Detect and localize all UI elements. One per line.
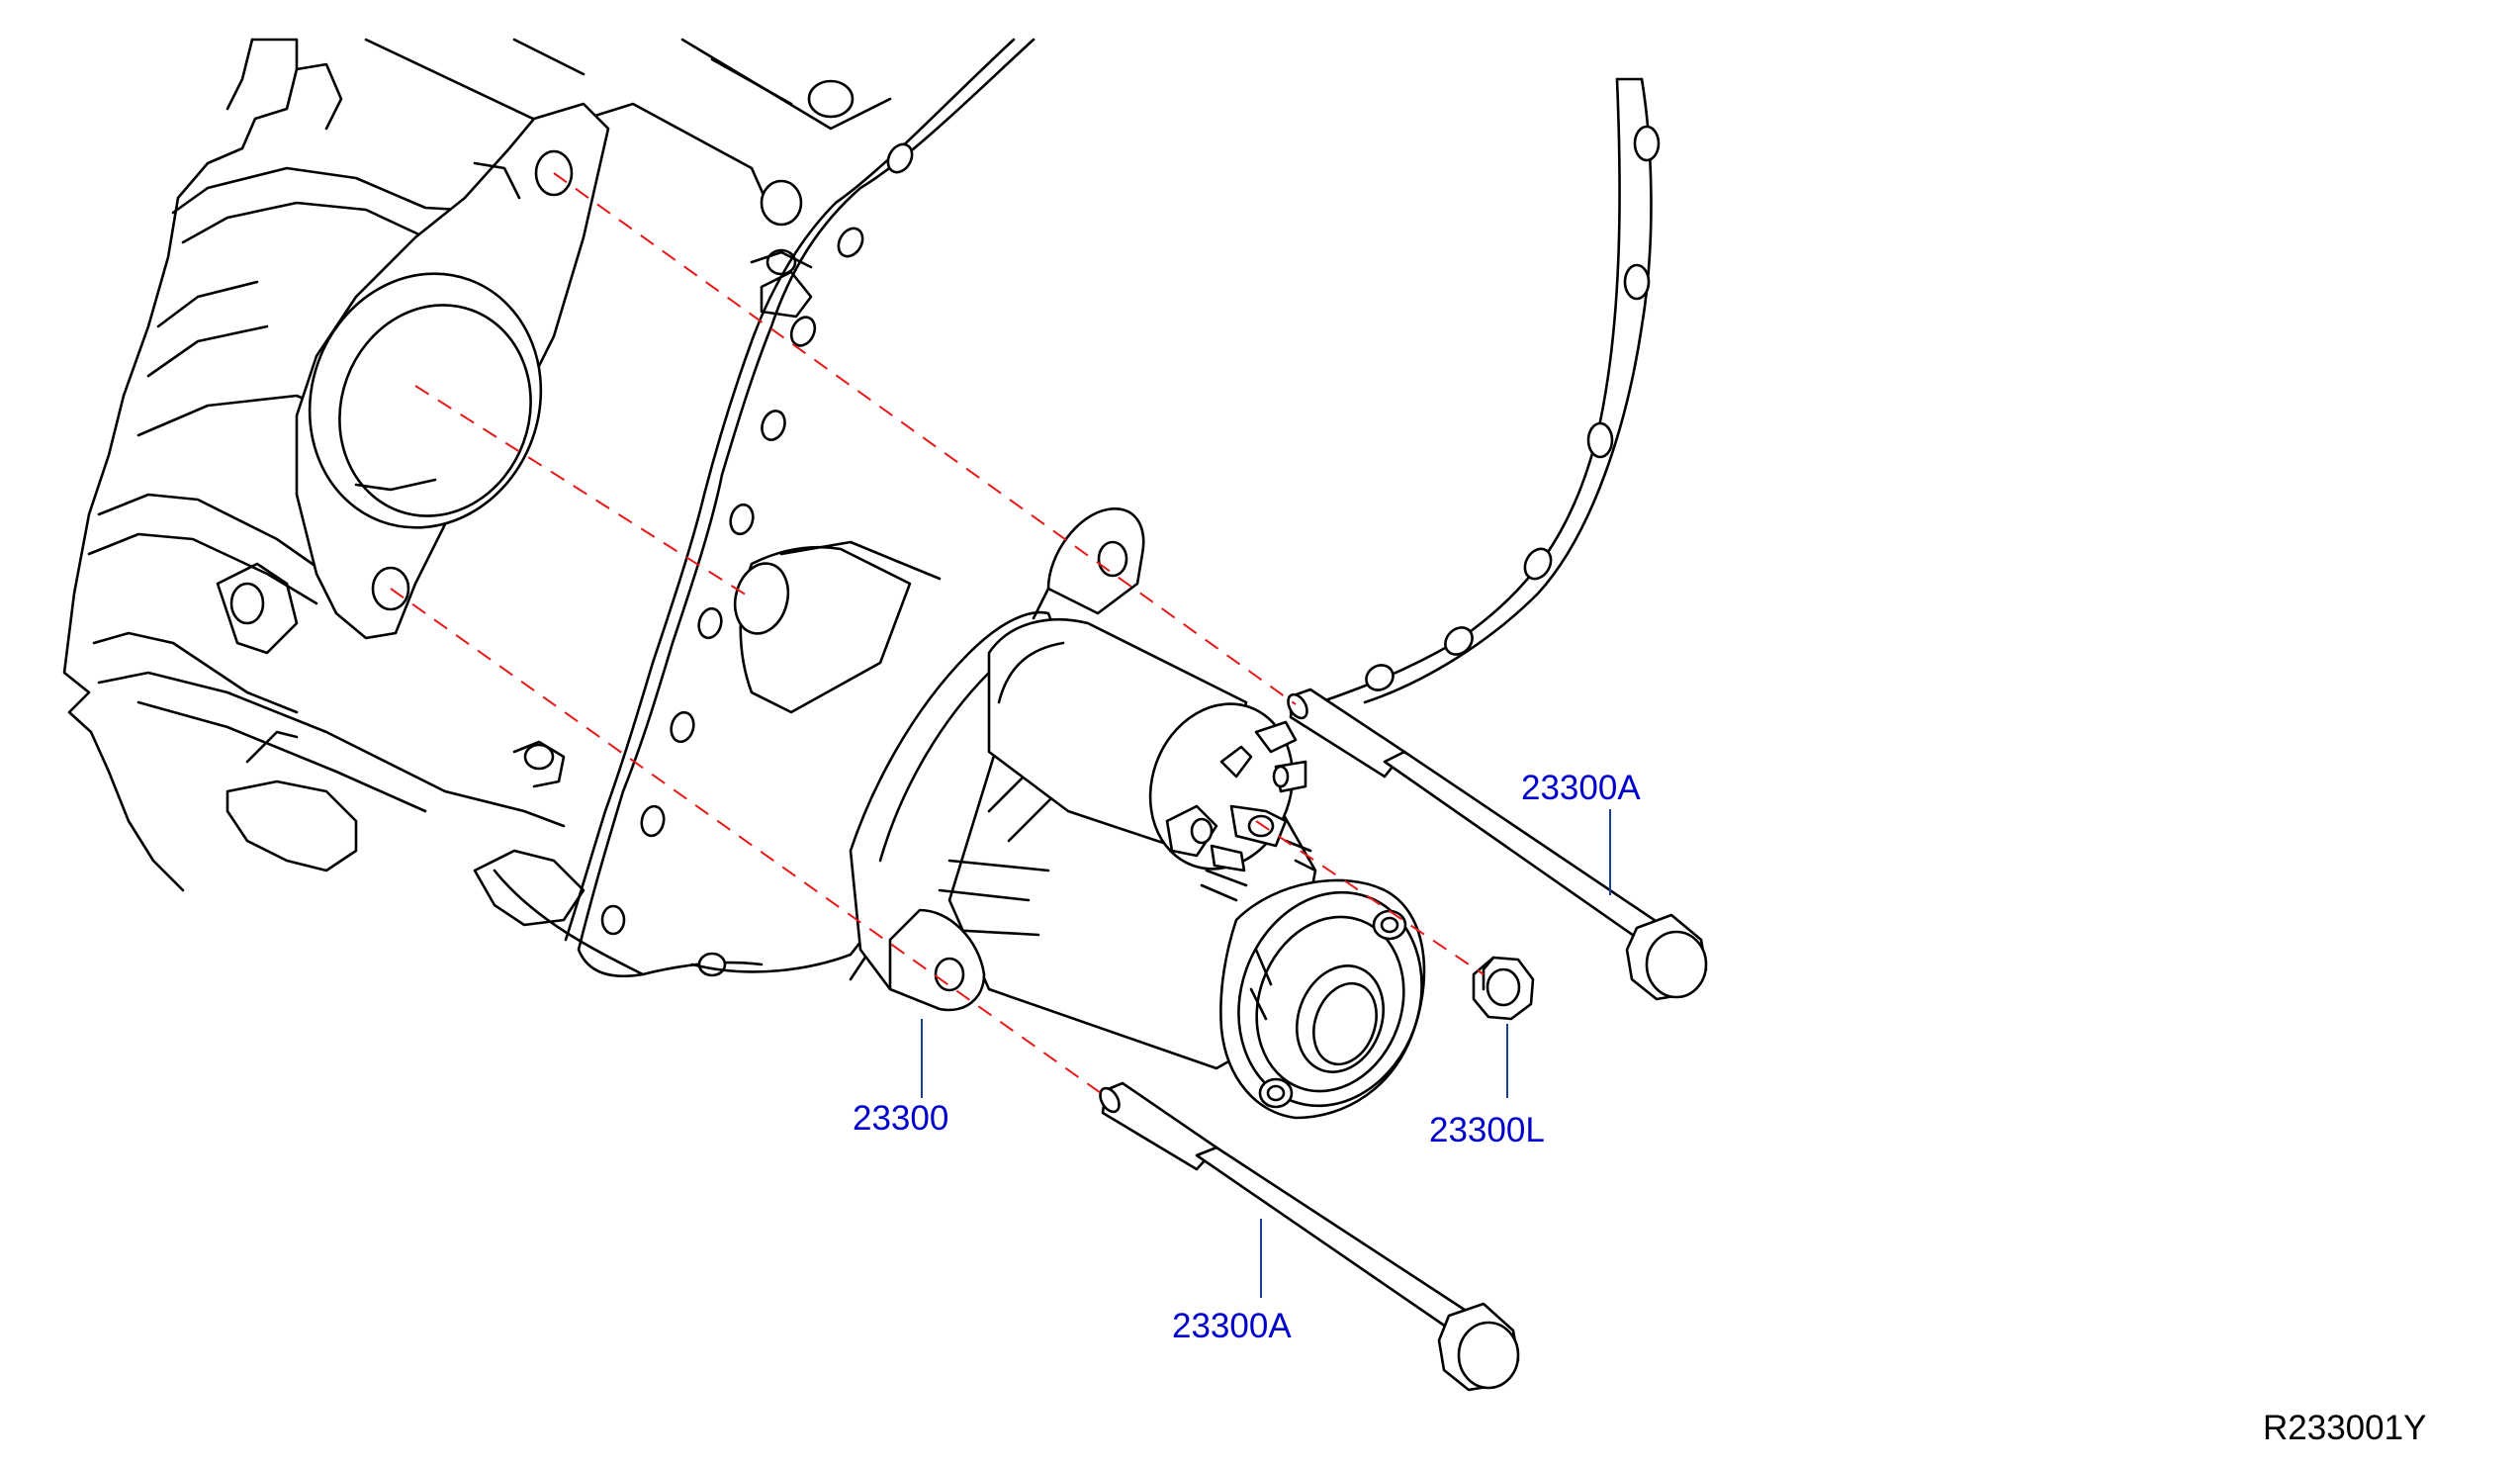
alignment-line-lower-bolt (390, 588, 1109, 1099)
callout-bolt-lower: 23300A (1172, 1307, 1292, 1345)
callout-starter: 23300 (853, 1099, 948, 1138)
alignment-line-nut (1255, 820, 1485, 975)
flywheel-cover-gasket (1289, 77, 1661, 714)
alignment-lines (390, 172, 1485, 1099)
callout-bolt-upper: 23300A (1521, 769, 1641, 807)
callout-nut: 23300L (1429, 1111, 1545, 1149)
starter-motor (733, 507, 1426, 1120)
alignment-line-pinion (414, 385, 753, 599)
hex-nut (1472, 956, 1535, 1021)
bolt-lower (1099, 1081, 1520, 1392)
bolt-upper (1287, 688, 1708, 1001)
callouts: 23300A 23300 23300L 23300A R233001Y (853, 769, 2426, 1447)
reference-code: R233001Y (2263, 1409, 2426, 1447)
transmission-housing (62, 38, 1035, 981)
alignment-line-upper-bolt (553, 172, 1297, 705)
